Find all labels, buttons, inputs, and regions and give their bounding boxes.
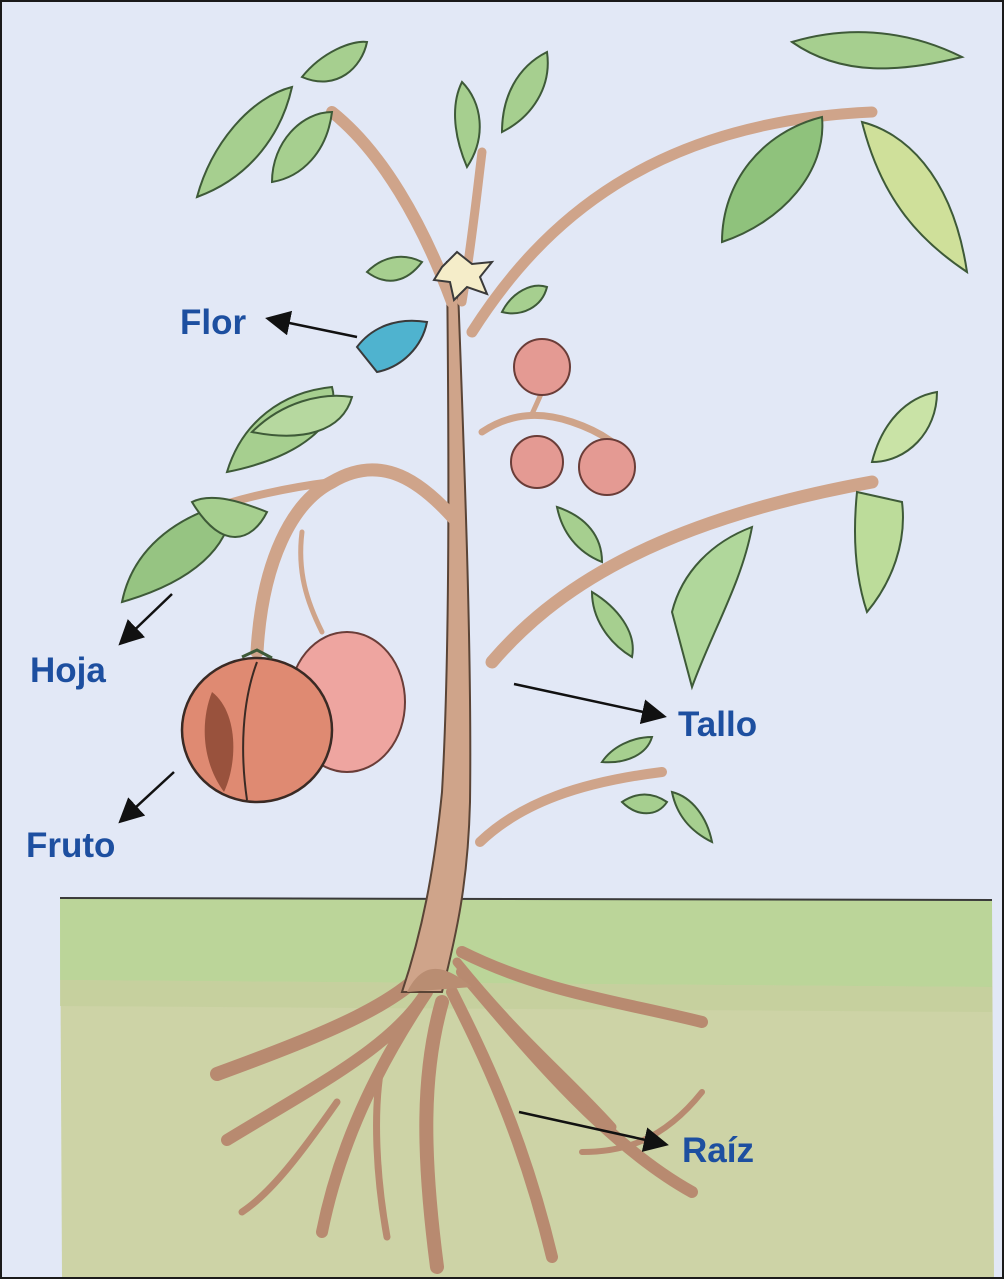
- arrow-fruto: [122, 772, 174, 820]
- arrow-hoja: [122, 594, 172, 642]
- stem: [202, 112, 872, 992]
- arrow-flor: [270, 319, 357, 337]
- label-flor: Flor: [180, 303, 246, 342]
- label-raiz: Raíz: [682, 1131, 754, 1170]
- arrow-tallo: [514, 684, 662, 716]
- soil: [60, 898, 994, 1277]
- fruits: [182, 632, 405, 802]
- blue-flower: [357, 321, 427, 372]
- label-fruto: Fruto: [26, 826, 115, 865]
- label-hoja: Hoja: [30, 651, 106, 690]
- label-tallo: Tallo: [678, 705, 757, 744]
